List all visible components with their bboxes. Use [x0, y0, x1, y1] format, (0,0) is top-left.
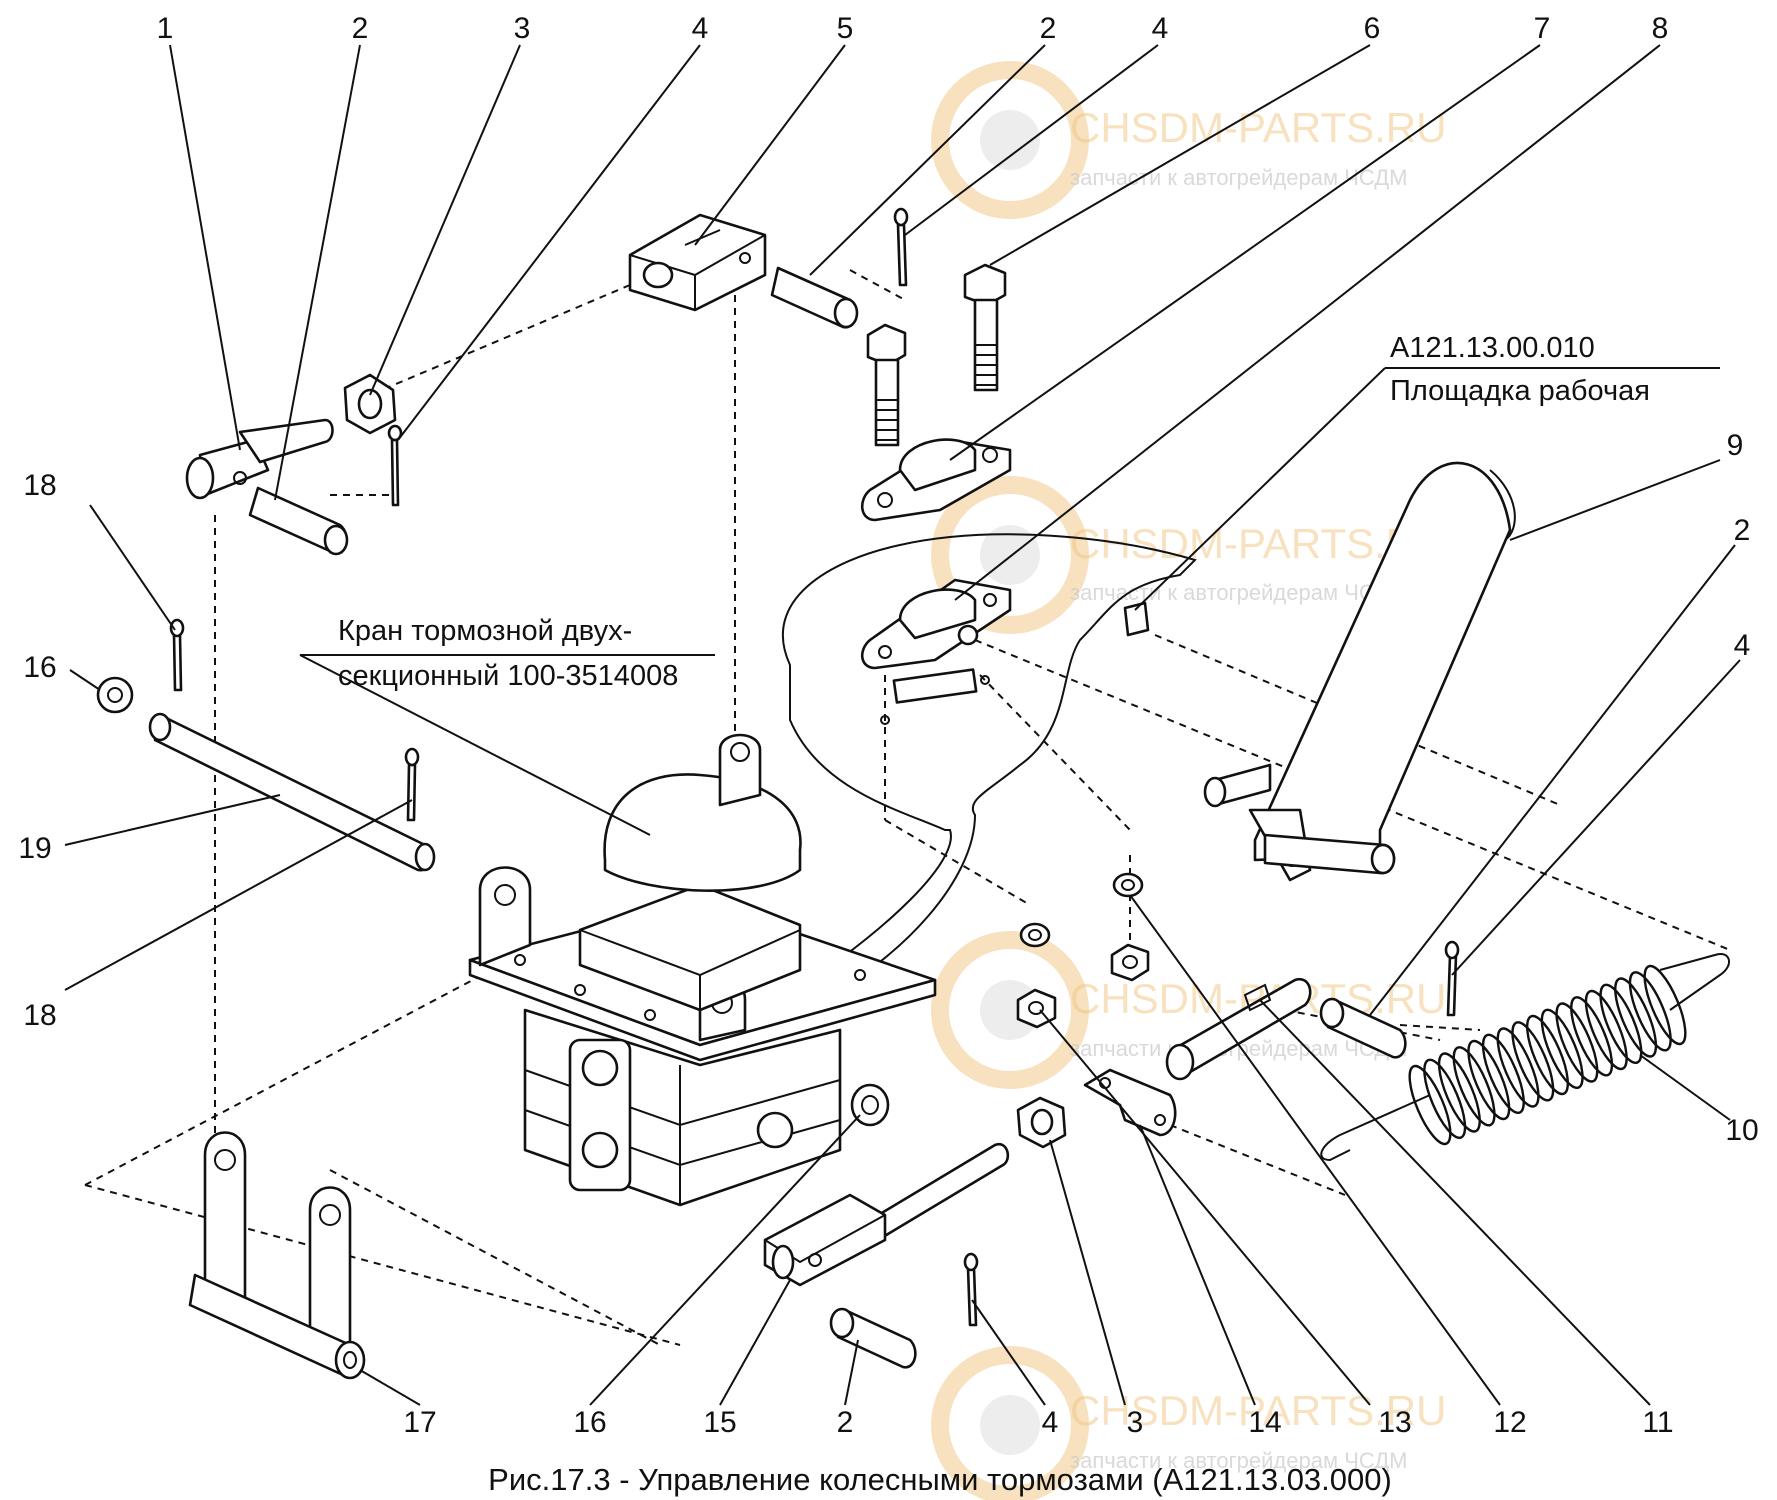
part-3-nut-bottom	[1016, 1096, 1067, 1149]
spring-coil	[1408, 1064, 1452, 1146]
watermark-tagline: запчасти к автогрейдерам ЧСДМ	[1070, 165, 1408, 190]
spring-coil	[1467, 1039, 1511, 1121]
platform-name: Площадка рабочая	[1390, 375, 1650, 407]
callouts-right: 9 2 4 10	[1725, 429, 1758, 1147]
crane-label-line1: Кран тормозной двух-	[338, 615, 632, 647]
working-platform	[776, 533, 1197, 1001]
figure-caption: Рис.17.3 - Управление колесными тормозам…	[488, 1462, 1392, 1497]
part-10-spring	[1320, 953, 1730, 1162]
callout-16a: 16	[23, 651, 56, 684]
part-8-bracket	[861, 578, 1012, 670]
brake-valve	[468, 733, 937, 1207]
watermark-site: CHSDM-PARTS.RU	[1070, 1387, 1446, 1434]
platform-code: А121.13.00.010	[1390, 332, 1595, 364]
callout-19: 19	[18, 832, 51, 865]
spring-coil	[1540, 1008, 1584, 1089]
callout-8: 8	[1652, 12, 1669, 45]
callouts-top: 1 2 3 4 5 2 4 6 7 8	[157, 12, 1669, 45]
part-1-clevis	[185, 418, 334, 500]
callout-18b: 18	[23, 999, 56, 1032]
leader-lines	[64, 44, 1741, 1406]
spring-coil	[1628, 971, 1672, 1052]
part-13-nut	[1110, 943, 1150, 982]
callout-3b: 3	[1127, 1406, 1144, 1439]
callouts-left: 18 16 19 18	[18, 469, 56, 1032]
callout-9: 9	[1727, 429, 1744, 462]
gear-logo-icon	[931, 931, 1089, 1089]
part-4-cotter-pin-right	[1444, 940, 1460, 1017]
callout-15: 15	[703, 1406, 736, 1439]
part-4-cotter-pin-top	[893, 207, 909, 287]
gear-logo-icon	[931, 61, 1089, 219]
part-5-fork	[628, 213, 767, 312]
part-19-axle	[148, 712, 436, 872]
part-11-bushing	[1165, 977, 1312, 1081]
spring-coil	[1525, 1014, 1570, 1096]
callout-5: 5	[837, 12, 854, 45]
callout-2c: 2	[1734, 514, 1751, 547]
callout-6: 6	[1364, 12, 1381, 45]
callout-3: 3	[514, 12, 531, 45]
spring-coil	[1570, 996, 1614, 1077]
spring-coil	[1584, 989, 1628, 1071]
callout-14: 14	[1248, 1406, 1281, 1439]
spring-coil	[1423, 1058, 1467, 1139]
spring-coil	[1481, 1033, 1525, 1114]
part-4-cotter-pin	[387, 424, 403, 507]
part-6-bracket	[861, 438, 1012, 522]
part-18-cotter-pin-upper	[169, 618, 185, 692]
callout-18a: 18	[23, 469, 56, 502]
spring-coil	[1614, 977, 1658, 1058]
part-6-bolt-left	[866, 323, 907, 447]
callout-2d: 2	[837, 1406, 854, 1439]
part-3-nut	[343, 373, 397, 435]
callout-4c: 4	[1734, 629, 1751, 662]
callout-4: 4	[692, 12, 709, 45]
part-12-washer	[1112, 872, 1144, 898]
spring-coil	[1452, 1046, 1496, 1127]
callouts-bottom: 17 16 15 2 4 3 14 13 12 11	[403, 1406, 1673, 1439]
part-washer-valve	[1019, 922, 1051, 948]
part-16-washer-bottom	[850, 1083, 890, 1127]
callout-12: 12	[1493, 1406, 1526, 1439]
part-2-pin-left	[248, 486, 349, 556]
part-2-pin-bottom	[829, 1307, 917, 1369]
part-17-bracket	[188, 1131, 366, 1380]
callout-2: 2	[352, 12, 369, 45]
part-9-pedal	[1203, 461, 1516, 882]
callout-7: 7	[1534, 12, 1551, 45]
callout-13: 13	[1378, 1406, 1411, 1439]
watermark-tagline: запчасти к автогрейдерам ЧСДМ	[1070, 580, 1408, 605]
part-4-cotter-pin-bottom	[963, 1252, 979, 1327]
part-6-bolt-right	[963, 263, 1007, 392]
spring-coil	[1437, 1052, 1481, 1133]
spring-coil	[1555, 1002, 1599, 1083]
watermark-tagline: запчасти к автогрейдерам ЧСДМ	[1070, 1448, 1408, 1473]
part-2-pin-top	[770, 266, 859, 329]
gear-logo-icon	[931, 476, 1089, 634]
part-15-rod-clevis	[763, 1142, 1010, 1287]
callout-4d: 4	[1042, 1406, 1059, 1439]
spring-coil	[1511, 1021, 1555, 1102]
spring-coil	[1599, 983, 1643, 1064]
callout-16b: 16	[573, 1406, 606, 1439]
crane-label-line2: секционный 100-3514008	[338, 660, 678, 692]
watermark-1: CHSDM-PARTS.RU запчасти к автогрейдерам …	[931, 61, 1446, 219]
part-16-washer-left	[96, 676, 134, 714]
callout-10: 10	[1725, 1114, 1758, 1147]
watermark-site: CHSDM-PARTS.RU	[1070, 104, 1446, 151]
spring-coil	[1643, 964, 1687, 1046]
callout-2b: 2	[1040, 12, 1057, 45]
callout-4b: 4	[1152, 12, 1169, 45]
part-2-pin-right	[1319, 997, 1407, 1059]
callout-1: 1	[157, 12, 174, 45]
part-18-cotter-pin-lower	[404, 747, 420, 822]
callout-17: 17	[403, 1406, 436, 1439]
spring-coil	[1496, 1027, 1540, 1108]
callout-11: 11	[1642, 1406, 1673, 1439]
